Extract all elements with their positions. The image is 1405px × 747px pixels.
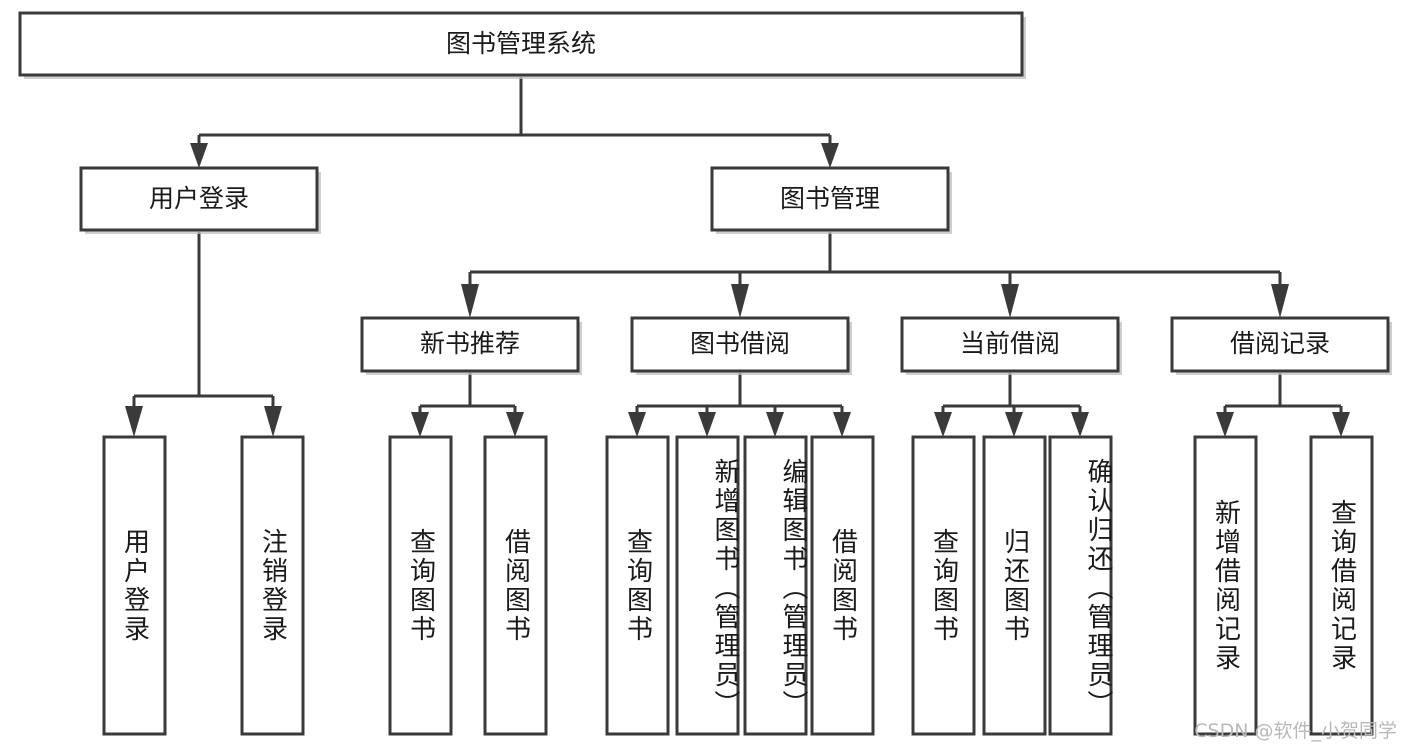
- leaf-rect-10[interactable]: [982, 435, 1047, 736]
- book-borrow-label: 图书借阅: [690, 329, 790, 358]
- root-rect[interactable]: [18, 11, 1024, 77]
- root-label: 图书管理系统: [446, 29, 596, 58]
- arrow-leaf-3: [411, 412, 429, 437]
- arrow-leaf-13: [1332, 412, 1350, 437]
- node-user-login[interactable]: 用户登录: [79, 166, 321, 234]
- arrow-leaf-4: [506, 412, 524, 437]
- current-borrow-rect[interactable]: [900, 316, 1120, 373]
- arrow-to-user-login: [190, 143, 208, 168]
- leaf-rect-8[interactable]: [810, 435, 875, 736]
- leaf-rect-6[interactable]: [675, 435, 740, 736]
- leaf-rect-3[interactable]: [388, 435, 453, 736]
- node-root[interactable]: 图书管理系统: [18, 11, 1026, 79]
- arrow-leaf-12: [1216, 412, 1234, 437]
- arrow-leaf-10: [1005, 412, 1023, 437]
- leaf-rect-12[interactable]: [1193, 435, 1258, 736]
- borrow-record-rect[interactable]: [1170, 316, 1390, 373]
- leaf-rect-11[interactable]: [1048, 435, 1113, 736]
- leaf-rect-2[interactable]: [240, 435, 305, 736]
- arrow-leaf-9: [934, 412, 952, 437]
- leaf-rect-1[interactable]: [102, 435, 167, 736]
- arrow-borrow-book: [731, 284, 749, 318]
- arrow-leaf-8: [833, 412, 851, 437]
- book-management-label: 图书管理: [780, 184, 880, 213]
- node-current-borrow[interactable]: 当前借阅: [900, 316, 1122, 375]
- node-new-book-recommend[interactable]: 新书推荐: [360, 316, 582, 375]
- new-book-rect[interactable]: [360, 316, 580, 373]
- leaf-rect-13[interactable]: [1309, 435, 1374, 736]
- node-book-management[interactable]: 图书管理: [710, 166, 952, 234]
- user-login-rect[interactable]: [79, 166, 319, 232]
- arrow-leaf-6: [698, 412, 716, 437]
- arrow-leaf-1: [125, 406, 143, 437]
- leaf-rect-9[interactable]: [911, 435, 976, 736]
- connector-group: [125, 77, 1350, 437]
- book-management-rect[interactable]: [710, 166, 950, 232]
- leaf-rect-4[interactable]: [483, 435, 548, 736]
- arrow-leaf-11: [1071, 412, 1089, 437]
- borrow-record-label: 借阅记录: [1230, 329, 1330, 358]
- arrow-leaf-2: [264, 406, 282, 437]
- arrow-borrow-record: [1271, 284, 1289, 318]
- leaf-rect-5[interactable]: [605, 435, 670, 736]
- leaf-rect-7[interactable]: [743, 435, 808, 736]
- node-borrow-record[interactable]: 借阅记录: [1170, 316, 1392, 375]
- arrow-new-book: [461, 284, 479, 318]
- book-borrow-rect[interactable]: [630, 316, 850, 373]
- arrow-leaf-7: [766, 412, 784, 437]
- arrow-to-book-mgmt: [821, 143, 839, 168]
- user-login-label: 用户登录: [149, 184, 249, 213]
- current-borrow-label: 当前借阅: [960, 329, 1060, 358]
- arrow-leaf-5: [628, 412, 646, 437]
- node-book-borrow[interactable]: 图书借阅: [630, 316, 852, 375]
- leaf-box-group: [102, 435, 1374, 736]
- arrow-current-borrow: [1001, 284, 1019, 318]
- new-book-label: 新书推荐: [420, 329, 520, 358]
- watermark-text: CSDN @软件_小贺同学: [1194, 720, 1397, 742]
